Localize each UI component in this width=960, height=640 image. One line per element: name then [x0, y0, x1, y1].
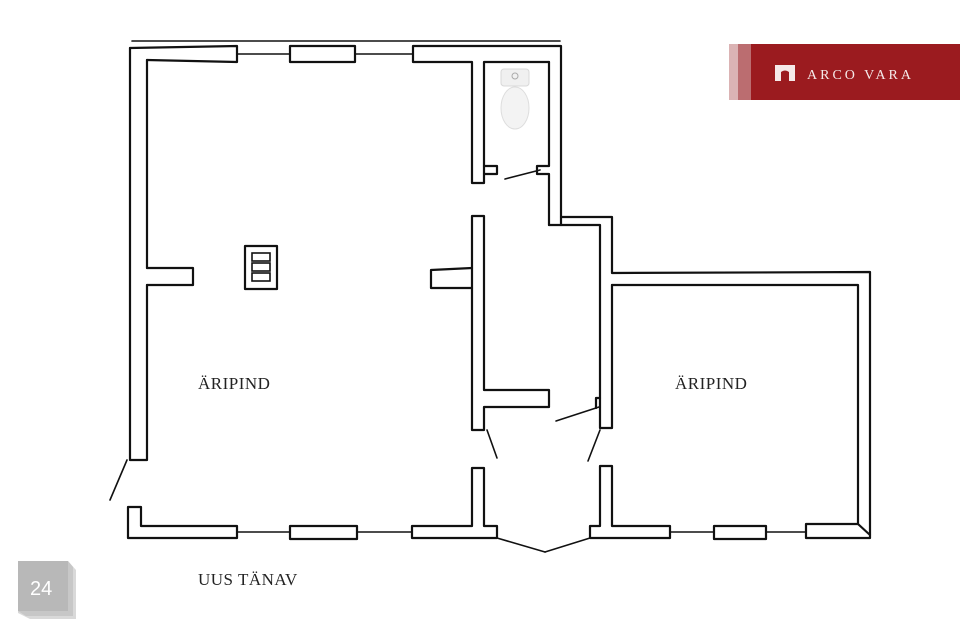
wc-wall-stub — [482, 164, 499, 176]
bottom-wall-mid-right — [588, 464, 672, 540]
street-label: UUS TÄNAV — [198, 570, 298, 589]
entrance-door-left — [496, 537, 546, 553]
page-number: 24 — [30, 578, 53, 600]
room-label-business-right: ÄRIPIND — [675, 374, 748, 393]
central-partition-stub — [429, 266, 474, 290]
right-room-left-wall — [594, 283, 614, 430]
corridor-walls — [547, 215, 872, 537]
arch-icon — [775, 65, 795, 81]
top-wall-segment-1 — [128, 44, 239, 64]
wc-door — [504, 169, 541, 180]
entrance-door-right — [544, 537, 591, 553]
logo-stripe-light — [729, 44, 738, 100]
bottom-wall-left — [126, 505, 239, 540]
arco-vara-logo: ARCO VARA — [729, 44, 960, 100]
badge-shape — [18, 561, 76, 619]
bottom-wall-mid-left — [410, 466, 499, 540]
door — [555, 406, 600, 422]
wc-right-wall — [535, 60, 551, 227]
page-number-badge: 24 — [18, 561, 76, 619]
left-wall — [128, 46, 149, 462]
door — [587, 429, 601, 462]
toilet-icon — [500, 68, 530, 130]
central-partition — [470, 214, 551, 432]
window-top-1 — [288, 44, 357, 64]
logo-stripe-mid — [738, 44, 751, 100]
window-bottom-1 — [288, 524, 359, 541]
top-wall-segment-2 — [411, 44, 563, 227]
stove-icon — [243, 244, 279, 291]
logo-text: ARCO VARA — [807, 68, 915, 83]
left-wall-stub — [145, 266, 195, 287]
bottom-wall-right — [804, 522, 872, 540]
window-bottom-2 — [712, 524, 768, 541]
entrance-door — [109, 459, 128, 501]
room-label-business-left: ÄRIPIND — [198, 374, 271, 393]
door — [486, 429, 498, 459]
